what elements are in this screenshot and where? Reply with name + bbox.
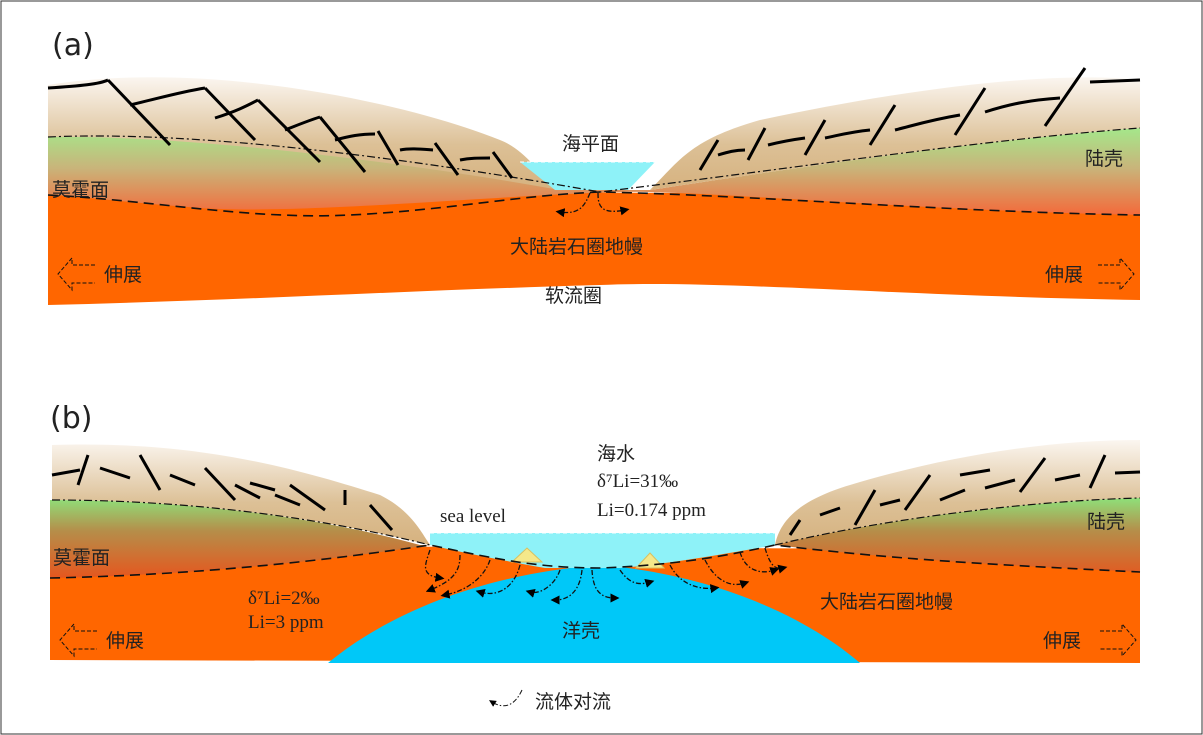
oceanic-crust-label: 洋壳 bbox=[562, 620, 600, 642]
seawater-label: 海水 bbox=[597, 443, 635, 465]
sea-level-label-a: 海平面 bbox=[562, 133, 619, 155]
seawater-li: Li=0.174 ppm bbox=[597, 500, 706, 521]
panel-a: (a) 海平面 陆壳 莫霍面 大陆岩石圈地幔 伸展 伸展 软流圈 bbox=[47, 28, 1141, 307]
legend-fluid-convection: 流体对流 bbox=[535, 691, 611, 713]
sea-a bbox=[520, 162, 655, 190]
extension-right-label-a: 伸展 bbox=[1045, 264, 1083, 286]
continental-crust-label-a: 陆壳 bbox=[1085, 148, 1123, 170]
moho-label-a: 莫霍面 bbox=[52, 179, 109, 201]
arrow-right-icon bbox=[1100, 622, 1137, 658]
mantle-li: Li=3 ppm bbox=[248, 612, 324, 633]
legend: 流体对流 bbox=[489, 689, 611, 713]
faults-b bbox=[51, 454, 1141, 536]
panel-b: (b) 海水 δ⁷Li=31‰ Li=0.174 ppm sea level 陆… bbox=[49, 401, 1141, 663]
arrow-left-icon bbox=[57, 256, 95, 292]
crust-upper-a bbox=[48, 77, 1140, 190]
sea-level-label-b: sea level bbox=[440, 506, 506, 527]
lithospheric-mantle-label-b: 大陆岩石圈地幔 bbox=[820, 591, 953, 613]
crust-lower-a bbox=[48, 128, 1140, 215]
extension-left-label-a: 伸展 bbox=[104, 264, 142, 286]
convection-arrows bbox=[424, 547, 788, 605]
mantle-a bbox=[48, 190, 1140, 305]
seawater-d7li: δ⁷Li=31‰ bbox=[597, 471, 678, 492]
mantle-d7li: δ⁷Li=2‰ bbox=[248, 588, 320, 609]
convection-arrow-icon bbox=[489, 689, 523, 707]
moho-label-b: 莫霍面 bbox=[53, 547, 110, 569]
continental-crust-label-b: 陆壳 bbox=[1087, 511, 1125, 533]
crust-upper-b bbox=[52, 440, 1140, 545]
lithospheric-mantle-label-a: 大陆岩石圈地幔 bbox=[510, 236, 643, 258]
asthenosphere-label: 软流圈 bbox=[545, 285, 602, 307]
arrow-left-icon bbox=[59, 622, 97, 658]
arrow-right-icon bbox=[1098, 256, 1135, 292]
oceanic-crust-b bbox=[328, 565, 860, 663]
panel-b-label: (b) bbox=[50, 401, 92, 436]
vent-left bbox=[510, 547, 544, 563]
faults-a bbox=[47, 67, 1141, 179]
extension-left-label-b: 伸展 bbox=[106, 630, 144, 652]
extension-right-label-b: 伸展 bbox=[1043, 630, 1081, 652]
crust-lower-b bbox=[50, 498, 1140, 578]
panel-a-label: (a) bbox=[52, 28, 94, 63]
